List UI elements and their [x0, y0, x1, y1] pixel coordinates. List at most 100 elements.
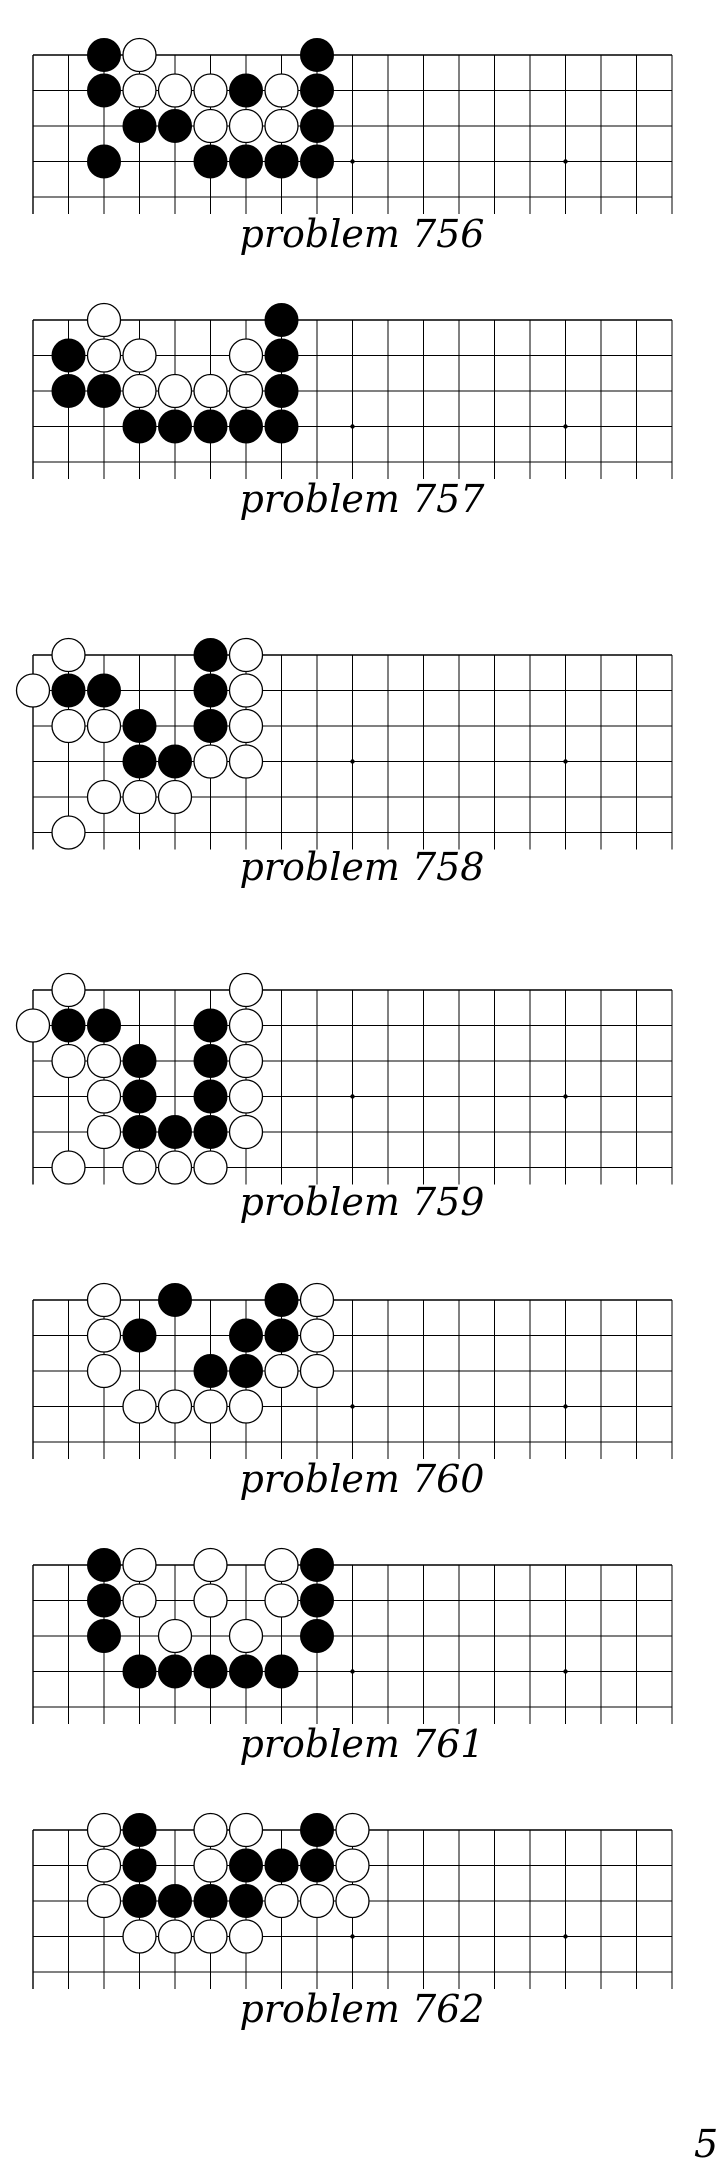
white-stone	[299, 1282, 335, 1318]
white-stone	[193, 1389, 228, 1424]
star-point	[563, 1094, 568, 1099]
black-stone	[264, 144, 299, 179]
white-stone	[228, 1008, 264, 1043]
black-stone	[229, 144, 263, 179]
white-stone	[193, 1848, 228, 1883]
star-point	[350, 159, 355, 164]
black-stone	[87, 38, 121, 72]
black-stone	[122, 1318, 157, 1353]
white-stone	[299, 1883, 335, 1919]
white-stone	[193, 73, 228, 108]
white-stone	[157, 1150, 193, 1185]
problem-caption: problem 762	[239, 1987, 485, 2031]
white-stone	[228, 1389, 264, 1424]
black-stone	[87, 1548, 121, 1582]
problem-caption: problem 757	[239, 477, 485, 521]
black-stone	[300, 1813, 334, 1847]
white-stone	[122, 373, 157, 409]
black-stone	[300, 1583, 334, 1618]
star-point	[350, 759, 355, 764]
black-stone	[193, 144, 228, 179]
black-stone	[122, 709, 157, 743]
white-stone	[264, 73, 299, 108]
black-stone	[87, 73, 121, 108]
black-stone	[229, 409, 263, 444]
white-stone	[122, 1547, 157, 1583]
black-stone	[122, 1884, 157, 1918]
white-stone	[157, 1389, 193, 1424]
white-stone	[86, 1043, 122, 1079]
white-stone	[264, 108, 299, 144]
star-point	[563, 1934, 568, 1939]
page-number: 5	[694, 2122, 719, 2166]
black-stone	[158, 744, 192, 779]
black-stone	[193, 1884, 228, 1918]
white-stone	[122, 1583, 157, 1618]
white-stone	[157, 1618, 193, 1654]
white-stone	[51, 1043, 86, 1079]
white-stone	[193, 744, 228, 779]
black-stone	[229, 1318, 263, 1353]
white-stone	[122, 1389, 157, 1424]
go-board	[32, 1282, 673, 1459]
black-stone	[51, 1008, 86, 1043]
black-stone	[300, 73, 334, 108]
star-point	[563, 1404, 568, 1409]
problem-caption: problem 760	[239, 1457, 485, 1501]
white-stone	[228, 1919, 264, 1954]
black-stone	[229, 1884, 263, 1918]
white-stone	[86, 1318, 122, 1353]
black-stone	[122, 409, 157, 444]
white-stone	[228, 373, 264, 409]
white-stone	[86, 779, 122, 815]
go-board	[15, 637, 673, 850]
black-stone	[264, 338, 299, 373]
black-stone	[87, 1583, 121, 1618]
go-board	[15, 972, 673, 1185]
black-stone	[229, 1654, 263, 1689]
black-stone	[229, 1354, 263, 1388]
white-stone	[264, 1583, 299, 1618]
white-stone	[228, 1079, 264, 1114]
star-point	[350, 1934, 355, 1939]
star-point	[563, 759, 568, 764]
white-stone	[86, 1282, 122, 1318]
black-stone	[158, 109, 192, 143]
white-stone	[193, 373, 228, 409]
white-stone	[157, 73, 193, 108]
white-stone	[193, 1812, 228, 1848]
white-stone	[51, 637, 86, 673]
white-stone	[157, 1919, 193, 1954]
white-stone	[157, 779, 193, 815]
white-stone	[335, 1812, 370, 1848]
black-stone	[158, 409, 192, 444]
black-stone	[158, 1884, 192, 1918]
white-stone	[51, 708, 86, 744]
black-stone	[158, 1654, 192, 1689]
black-stone	[158, 1115, 192, 1149]
white-stone	[122, 73, 157, 108]
white-stone	[51, 972, 86, 1008]
white-stone	[264, 1883, 299, 1919]
white-stone	[299, 1318, 335, 1353]
black-stone	[300, 1619, 334, 1653]
black-stone	[300, 1548, 334, 1582]
star-point	[563, 1669, 568, 1674]
white-stone	[51, 815, 86, 850]
black-stone	[122, 1115, 157, 1149]
black-stone	[51, 673, 86, 708]
star-point	[350, 1404, 355, 1409]
black-stone	[122, 1654, 157, 1689]
white-stone	[228, 673, 264, 708]
black-stone	[51, 374, 86, 408]
white-stone	[86, 1114, 122, 1150]
white-stone	[335, 1883, 370, 1919]
black-stone	[122, 1044, 157, 1078]
white-stone	[86, 1883, 122, 1919]
white-stone	[193, 1547, 228, 1583]
black-stone	[300, 109, 334, 143]
black-stone	[87, 1008, 121, 1043]
white-stone	[193, 1583, 228, 1618]
black-stone	[193, 1044, 228, 1078]
problem-caption: problem 758	[239, 845, 485, 889]
